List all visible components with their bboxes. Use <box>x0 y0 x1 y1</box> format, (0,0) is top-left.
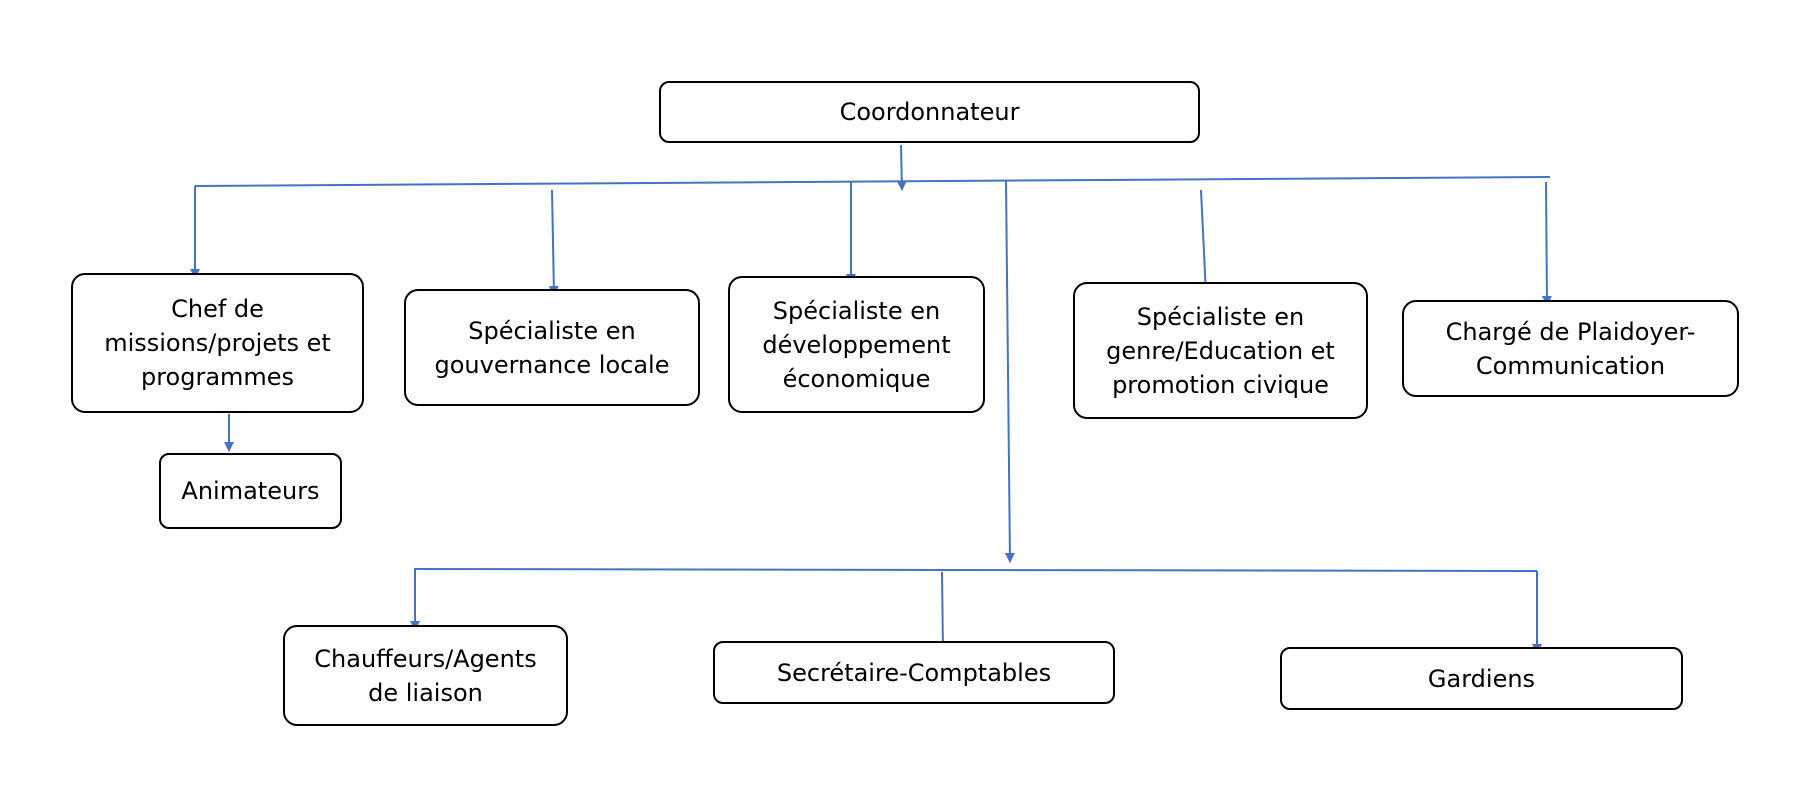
chauffeurs-box: Chauffeurs/Agents de liaison <box>283 625 568 726</box>
chauffeurs-label: Chauffeurs/Agents de liaison <box>314 644 537 707</box>
genre-box: Spécialiste en genre/Education et promot… <box>1073 282 1368 419</box>
connector-support-drop <box>1004 179 1015 563</box>
developpement-label: Spécialiste en développement économique <box>762 296 951 393</box>
plaidoyer-box: Chargé de Plaidoyer-Communication <box>1402 300 1739 397</box>
connector-gouvernance <box>548 189 559 296</box>
genre-label: Spécialiste en genre/Education et promot… <box>1106 302 1335 399</box>
coordonnateur-label: Coordonnateur <box>839 98 1020 126</box>
animateurs-box: Animateurs <box>159 453 342 529</box>
gardiens-label: Gardiens <box>1427 664 1536 693</box>
connector-genre <box>1200 189 1211 296</box>
connector-main-bar <box>194 176 1551 187</box>
gouvernance-label: Spécialiste en gouvernance locale <box>434 316 670 379</box>
chef-missions-label: Chef de missions/projets et programmes <box>104 295 331 391</box>
connector-coordonnateur <box>896 144 907 191</box>
chef-missions-box: Chef de missions/projets et programmes <box>71 273 364 413</box>
coordonnateur-box: Coordonnateur <box>659 81 1200 143</box>
plaidoyer-label: Chargé de Plaidoyer-Communication <box>1445 317 1696 380</box>
developpement-box: Spécialiste en développement économique <box>728 276 985 413</box>
secretaire-box: Secrétaire-Comptables <box>713 641 1115 704</box>
gardiens-box: Gardiens <box>1280 647 1683 710</box>
connector-secretaire <box>937 571 948 652</box>
gouvernance-box: Spécialiste en gouvernance locale <box>404 289 700 406</box>
connector-plaidoyer <box>1541 181 1552 306</box>
connector-support-bar <box>413 568 1538 572</box>
animateurs-label: Animateurs <box>181 477 320 505</box>
secretaire-label: Secrétaire-Comptables <box>776 658 1052 687</box>
